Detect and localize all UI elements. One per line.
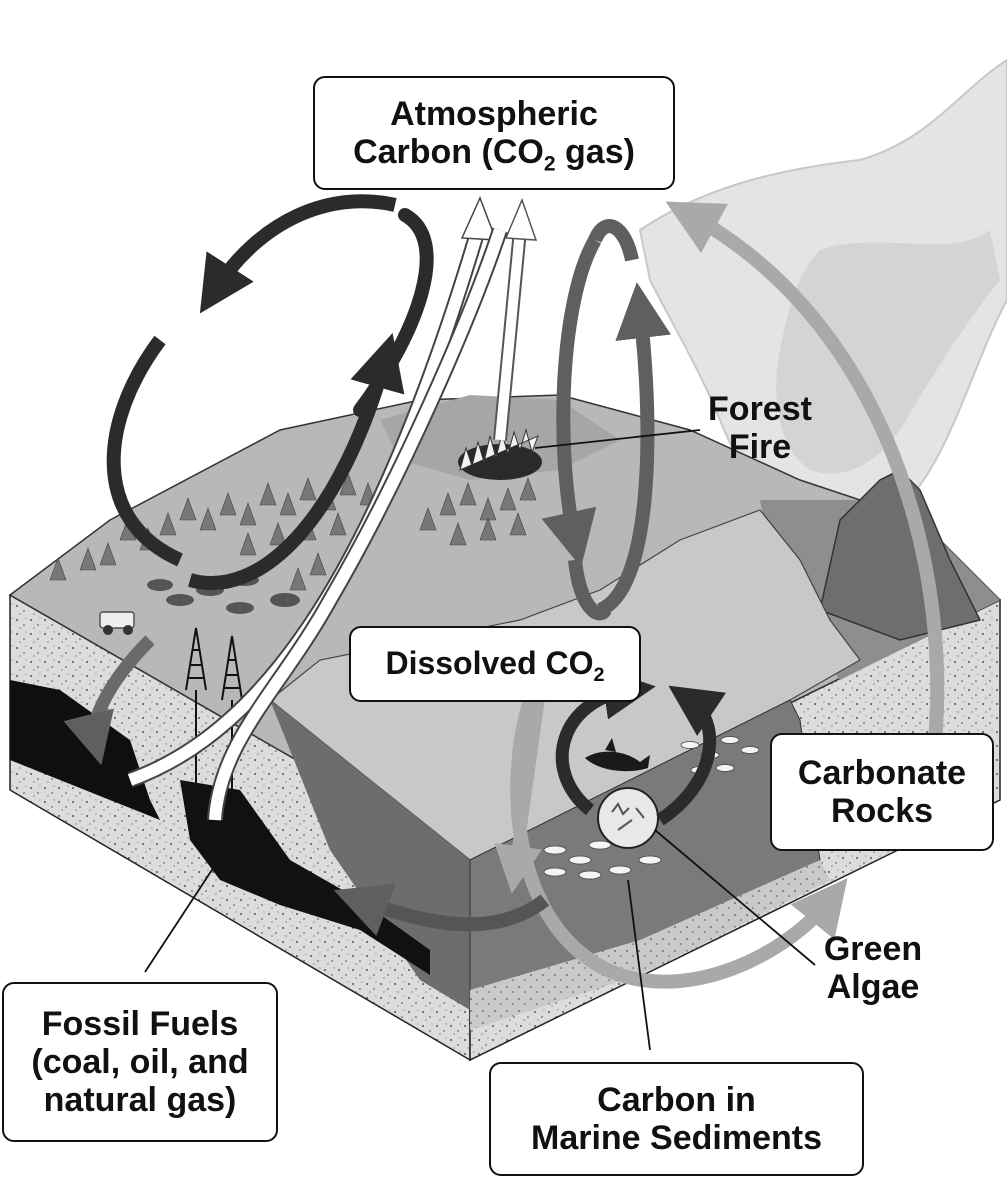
volcano — [819, 469, 982, 641]
carbonate-line2: Rocks — [830, 792, 934, 830]
white-arrow-fossil-2-fill — [209, 228, 506, 821]
dissolved-line: Dissolved CO2 — [385, 645, 605, 687]
dark-loop-arrow-left — [199, 194, 397, 314]
light-arrow-down-ocean — [494, 689, 546, 894]
light-arrow-volcano — [665, 201, 945, 782]
algae-pointer — [654, 829, 816, 966]
forest-fire-label: Forest Fire — [695, 390, 825, 466]
marine-pointer — [627, 879, 651, 1051]
white-arrow-fire-fill — [495, 229, 525, 441]
dark-loop-arrow-lower — [106, 335, 183, 567]
forest-fire-line1: Forest — [708, 390, 812, 428]
dissolved-co2-label: Dissolved CO2 — [349, 626, 641, 702]
dark-loop-arrow-down — [353, 208, 434, 417]
light-arrow-sediment — [510, 697, 848, 989]
ocean-loop-arrow-2 — [656, 685, 727, 826]
atmospheric-line1: Atmospheric — [390, 94, 598, 133]
carbonate-rocks-label: Carbonate Rocks — [770, 733, 994, 851]
green-algae-label: Green Algae — [808, 930, 938, 1006]
surface-to-coal-arrow — [63, 635, 155, 766]
carbonate-line1: Carbonate — [797, 753, 967, 792]
green-algae-line1: Green — [823, 930, 923, 968]
shark — [585, 738, 650, 772]
green-algae-line2: Algae — [826, 968, 920, 1007]
dark-loop-arrow-up — [188, 333, 405, 591]
fossil-fuels-label: Fossil Fuels (coal, oil, and natural gas… — [2, 982, 278, 1142]
atmospheric-line2: Carbon (CO2 gas) — [353, 133, 635, 176]
sediment-to-fossil-arrow — [333, 883, 550, 937]
mid-loop-arrow-left — [541, 236, 602, 568]
mid-loop-arrow-right — [596, 282, 672, 617]
forest-fire-line2: Fire — [728, 428, 792, 467]
mining-truck — [99, 611, 135, 635]
fossil-pointer — [144, 849, 226, 973]
marine-line1: Carbon in — [597, 1080, 756, 1119]
fossil-line1: Fossil Fuels — [41, 1004, 239, 1043]
atmospheric-carbon-label: Atmospheric Carbon (CO2 gas) — [313, 76, 675, 190]
forest-fire-pointer — [534, 429, 701, 449]
green-algae-magnifier — [597, 787, 659, 849]
mid-loop-arrow-top — [588, 219, 639, 262]
mid-loop-arrow-bottom — [568, 559, 612, 621]
ocean-water — [270, 700, 470, 1010]
marine-sediments-label: Carbon in Marine Sediments — [489, 1062, 864, 1176]
white-arrow-fossil-1-head — [460, 196, 498, 241]
white-arrow-fire-head — [504, 197, 538, 241]
fossil-line3: natural gas) — [43, 1081, 237, 1120]
volcano-smoke-inner — [776, 230, 1000, 474]
fossil-line2: (coal, oil, and — [31, 1042, 249, 1081]
marine-line2: Marine Sediments — [531, 1119, 822, 1157]
